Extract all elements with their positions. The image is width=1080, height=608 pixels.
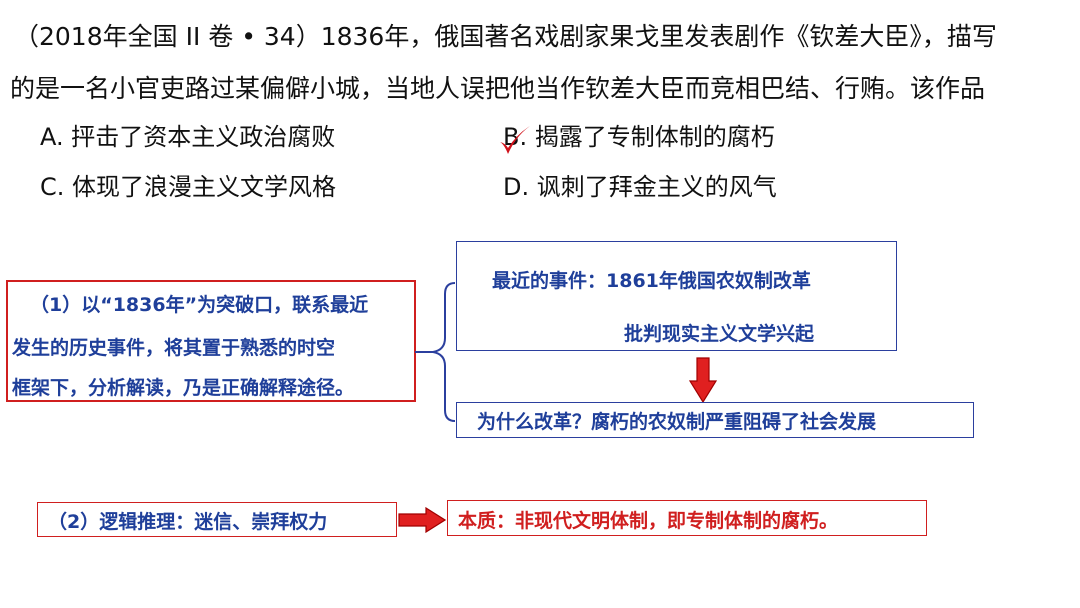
option-c: C. 体现了浪漫主义文学风格 <box>40 173 337 201</box>
brace-connector <box>415 282 456 422</box>
option-a: A. 抨击了资本主义政治腐败 <box>40 123 336 151</box>
method-box-line-1: （1）以“1836年”为突破口，联系最近 <box>30 294 369 316</box>
checkmark-icon <box>500 126 530 154</box>
essence-box-text: 本质：非现代文明体制，即专制体制的腐朽。 <box>458 510 839 532</box>
logic-box <box>37 502 397 537</box>
option-b: B. 揭露了专制体制的腐朽 <box>503 123 775 151</box>
method-box <box>6 280 416 402</box>
method-box-line-3: 框架下，分析解读，乃是正确解释途径。 <box>12 377 355 399</box>
event-box-line-2: 批判现实主义文学兴起 <box>624 323 815 345</box>
down-arrow-icon <box>689 357 717 403</box>
question-line-2: 的是一名小官吏路过某偏僻小城，当地人误把他当作钦差大臣而竞相巴结、行贿。该作品 <box>10 74 986 103</box>
event-box-line-1: 最近的事件：1861年俄国农奴制改革 <box>492 270 811 292</box>
question-line-1: （2018年全国 II 卷 • 34）1836年，俄国著名戏剧家果戈里发表剧作《… <box>14 22 997 51</box>
essence-box <box>447 500 927 536</box>
right-arrow-icon <box>398 507 446 533</box>
method-box-line-2: 发生的历史事件，将其置于熟悉的时空 <box>12 337 336 359</box>
reason-box <box>456 402 974 438</box>
event-box <box>456 241 897 351</box>
reason-box-text: 为什么改革？腐朽的农奴制严重阻碍了社会发展 <box>477 411 877 433</box>
logic-box-text: （2）逻辑推理：迷信、崇拜权力 <box>48 511 328 533</box>
option-d: D. 讽刺了拜金主义的风气 <box>503 173 777 201</box>
